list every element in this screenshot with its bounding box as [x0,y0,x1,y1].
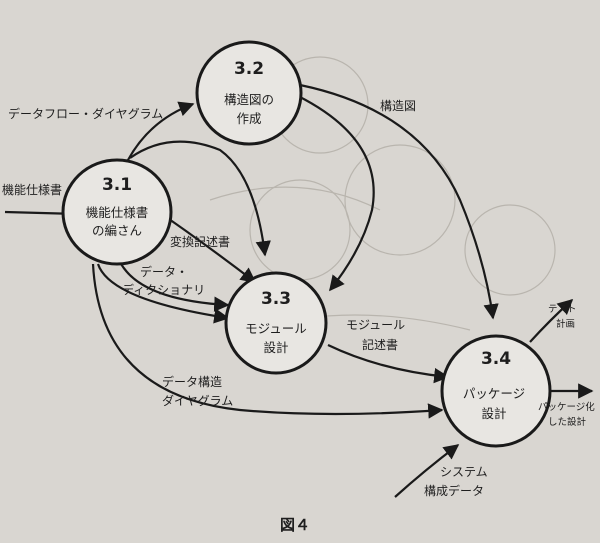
process-name-line: 構造図の [224,92,274,107]
process-name-line: 機能仕様書 [86,205,149,220]
edge-33-to-34 [327,344,450,384]
flow-label-packaged-2: した設計 [548,416,587,428]
process-name-line: モジュール [245,321,307,336]
edge-system-config [394,444,460,498]
edge-dictionary-2 [96,263,230,324]
process-name-line: 作成 [236,111,261,126]
flow-labels: 機能仕様書 データフロー・ダイヤグラム 構造図 変換記述書 データ・ ディクショ… [2,99,595,498]
flow-label-transform: 変換記述書 [170,234,230,249]
flow-label-dictionary-2: ディクショナリ [122,282,205,297]
flow-label-structure-chart: 構造図 [380,99,416,113]
flow-label-module-desc-2: 記述書 [362,337,398,352]
process-name-line: 設計 [263,340,288,355]
flow-label-dfd: データフロー・ダイヤグラム [8,106,163,121]
figure-caption: 図４ [280,516,310,534]
process-number: 3.4 [481,349,511,369]
process-name-line: の編さん [92,223,142,238]
process-3-2: 3.2 構造図の 作成 [195,40,303,146]
flow-label-test-plan-2: 計画 [556,318,575,330]
edge-data-struct [91,263,444,419]
flow-label-data-struct-1: データ構造 [162,374,222,389]
edge-32-to-33 [297,95,375,292]
edge-32-to-34 [299,83,499,320]
flow-label-spec-in: 機能仕様書 [2,182,62,197]
flow-label-system-config-1: システム [440,465,488,479]
process-3-3: 3.3 モジュール 設計 [224,271,328,375]
process-name-line: 設計 [481,406,506,421]
flow-edges [4,83,594,498]
process-3-1: 3.1 機能仕様書 の編さん [61,158,173,266]
process-number: 3.1 [102,175,132,195]
edge-dictionary [119,261,230,312]
process-number: 3.3 [261,289,291,309]
flow-label-test-plan-1: テスト [548,304,577,315]
edge-31-to-33-top [129,140,271,257]
flow-label-module-desc-1: モジュール [346,318,405,332]
process-3-4: 3.4 パッケージ 設計 [440,334,552,448]
flow-label-dictionary-1: データ・ [140,264,188,279]
flow-label-data-struct-2: ダイヤグラム [162,393,233,408]
process-number: 3.2 [234,59,264,79]
edge-test-plan [529,298,574,343]
process-name-line: パッケージ [463,386,525,401]
flow-label-packaged-1: パッケージ化 [538,401,595,413]
flow-label-system-config-2: 構成データ [424,483,484,498]
edge-31-to-32 [127,101,195,161]
